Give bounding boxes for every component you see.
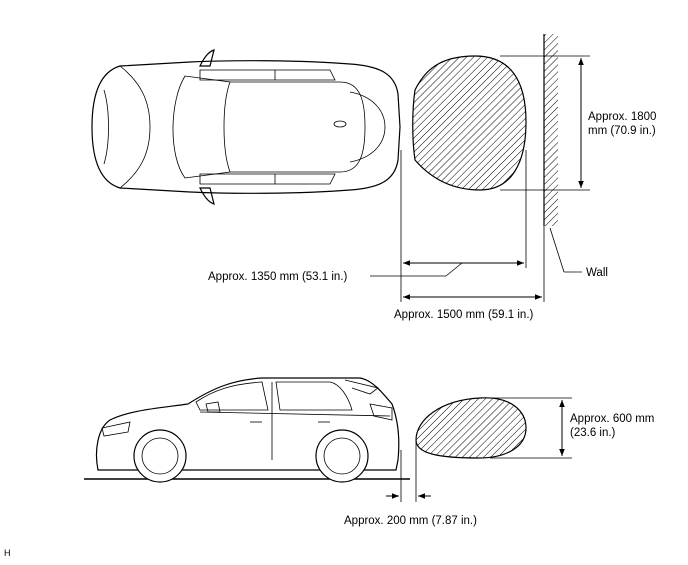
width-dimension	[500, 55, 590, 191]
width-label-line2: mm (70.9 in.)	[588, 125, 656, 137]
clearance-dimension	[386, 440, 431, 502]
wall	[543, 34, 558, 226]
detection-area-side	[415, 397, 527, 459]
distance-1350-label: Approx. 1350 mm (53.1 in.)	[208, 271, 348, 283]
height-label-line2: (23.6 in.)	[570, 427, 616, 439]
clearance-label: Approx. 200 mm (7.87 in.)	[344, 515, 477, 527]
car-top-view	[91, 49, 401, 205]
corner-code: H	[4, 548, 11, 558]
car-side-view	[84, 377, 410, 483]
height-label-line1: Approx. 600 mm	[570, 413, 654, 425]
width-label-line1: Approx. 1800	[588, 111, 656, 123]
distance-dimensions	[370, 150, 545, 302]
detection-area-top	[412, 55, 527, 191]
distance-1500-label: Approx. 1500 mm (59.1 in.)	[394, 309, 534, 321]
wall-label: Wall	[586, 267, 608, 279]
height-dimension	[490, 397, 572, 459]
